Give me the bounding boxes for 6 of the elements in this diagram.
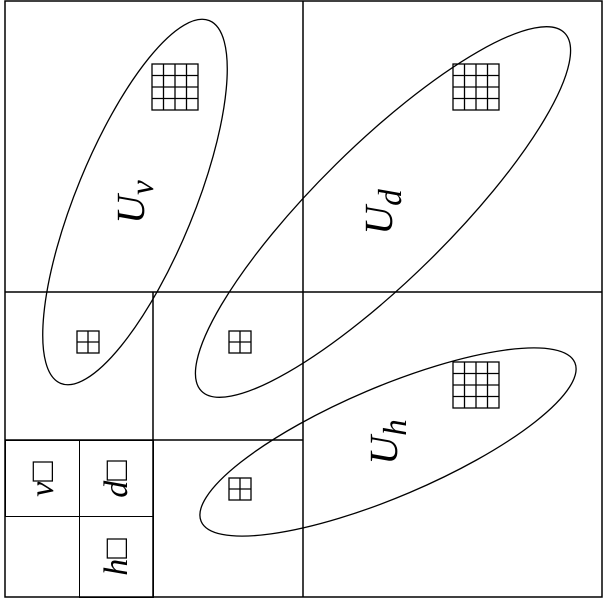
subband-label: h□ bbox=[100, 538, 134, 576]
subband-label: v□ bbox=[26, 460, 60, 496]
grid-cell bbox=[79, 516, 154, 598]
grid-cell bbox=[79, 440, 154, 517]
subband-label: d□ bbox=[100, 460, 134, 498]
grid-cell bbox=[5, 440, 80, 517]
